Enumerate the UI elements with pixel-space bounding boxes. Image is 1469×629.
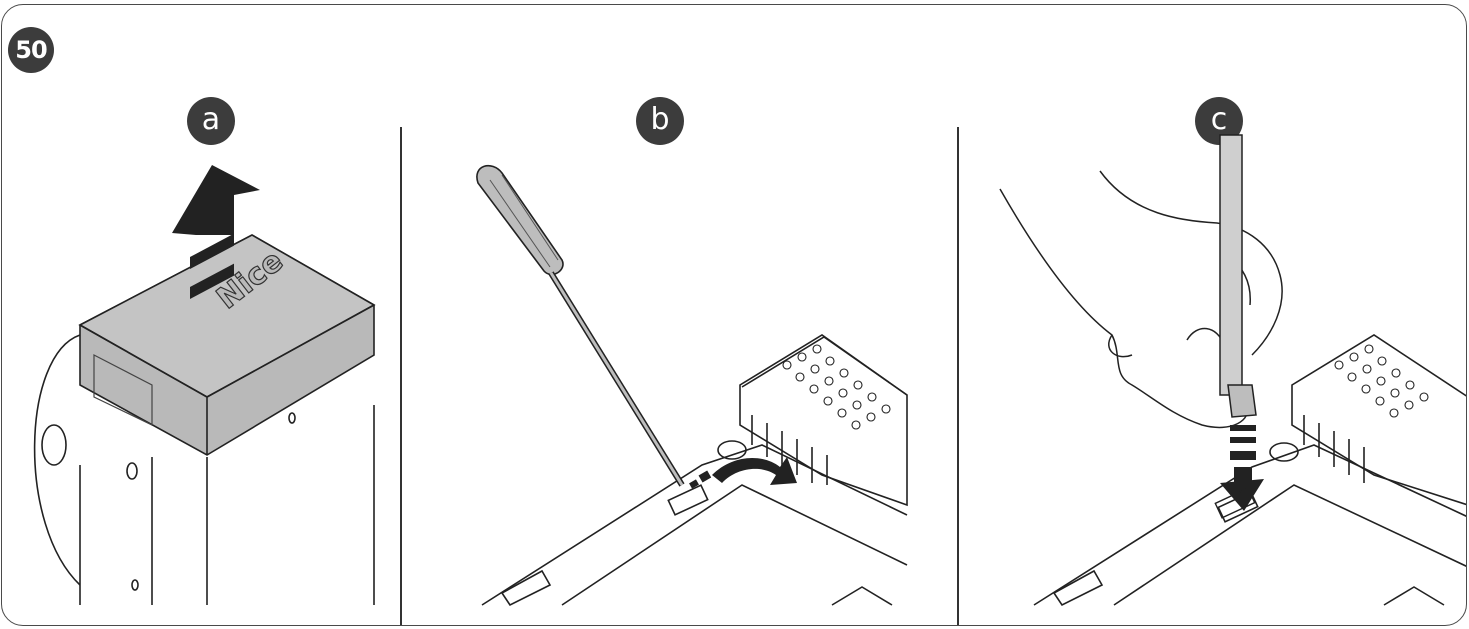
plugin-module-icon xyxy=(1220,135,1256,417)
control-unit-b xyxy=(482,335,907,605)
release-arrow-icon xyxy=(689,457,797,489)
panel-a-illustration: Nice xyxy=(2,5,402,626)
side-bracket xyxy=(35,335,80,585)
insert-arrow-icon xyxy=(1220,425,1264,511)
hand-icon xyxy=(1000,171,1282,427)
figure-frame: 50 a b c Nice xyxy=(1,4,1467,626)
step-b-badge: b xyxy=(636,97,684,145)
divider-b-c xyxy=(957,127,959,626)
control-unit-c xyxy=(1034,335,1467,605)
screwdriver-icon xyxy=(477,166,682,485)
step-c-badge: c xyxy=(1195,97,1243,145)
